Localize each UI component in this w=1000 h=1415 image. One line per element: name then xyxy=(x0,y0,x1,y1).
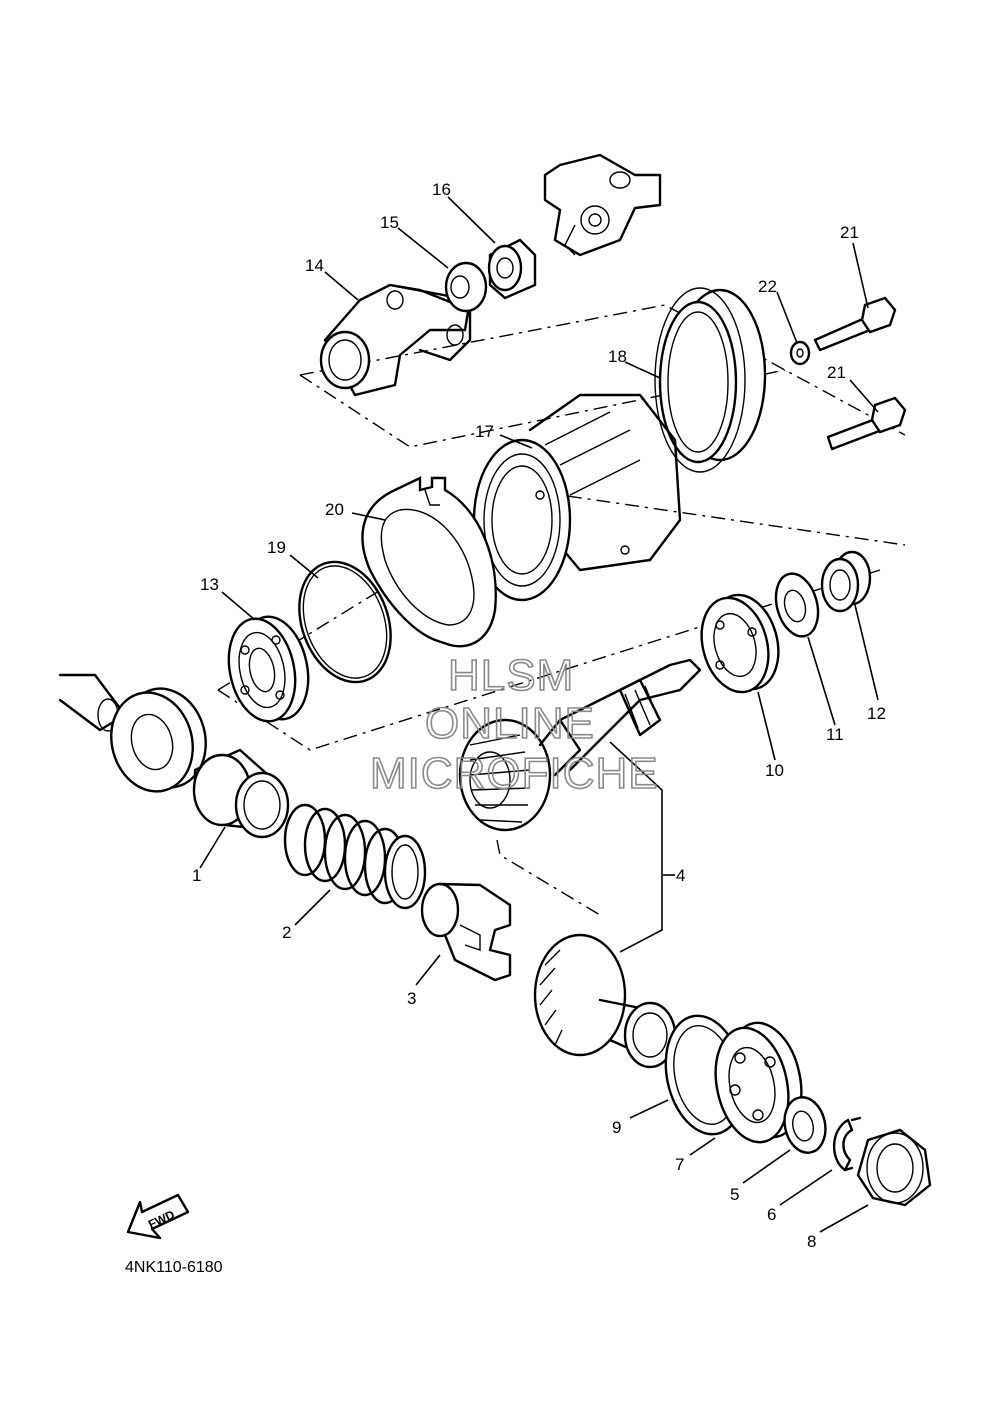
watermark-line-2: ONLINE xyxy=(425,699,595,748)
callout-14: 14 xyxy=(305,256,324,275)
part-22-washer xyxy=(789,340,811,366)
watermark-line-3: MICROFICHE xyxy=(370,749,659,798)
part-2-spring xyxy=(283,803,427,910)
callout-21-lower: 21 xyxy=(827,363,846,382)
part-6-lock-washer xyxy=(832,1116,862,1172)
leader-lines xyxy=(199,196,879,1233)
callout-4: 4 xyxy=(676,866,685,885)
part-12-collar xyxy=(820,550,872,613)
callout-16: 16 xyxy=(432,180,451,199)
part-15-washer xyxy=(444,261,488,313)
callout-11: 11 xyxy=(826,725,844,744)
callout-22: 22 xyxy=(758,277,777,296)
part-16-nut xyxy=(487,238,537,300)
part-10-bearing xyxy=(700,593,780,694)
universal-joint xyxy=(543,153,662,257)
part-3-fork xyxy=(420,882,512,982)
ring-gear xyxy=(533,933,677,1069)
part-5-washer xyxy=(783,1096,827,1154)
catalog-number: 4NK110-6180 xyxy=(125,1259,223,1276)
callout-21-upper: 21 xyxy=(840,223,859,242)
part-18-housing-ring xyxy=(654,287,767,473)
callout-8: 8 xyxy=(807,1232,816,1251)
watermark: HLSM ONLINE MICROFICHE xyxy=(369,650,659,799)
part-21-bolt-lower xyxy=(826,396,907,451)
callout-20: 20 xyxy=(325,500,344,519)
callout-7: 7 xyxy=(675,1155,684,1174)
fwd-arrow-icon: FWD xyxy=(126,1193,190,1240)
callout-9: 9 xyxy=(612,1118,621,1137)
left-bearing xyxy=(110,687,207,793)
part-19-o-ring xyxy=(298,560,392,684)
part-8-nut xyxy=(856,1128,932,1207)
callout-12: 12 xyxy=(867,704,886,723)
callout-6: 6 xyxy=(767,1205,776,1224)
assembly-outline-lower xyxy=(496,839,601,916)
callout-15: 15 xyxy=(380,213,399,232)
callout-10: 10 xyxy=(765,761,784,780)
part-21-bolt-upper xyxy=(813,296,897,352)
callout-5: 5 xyxy=(730,1185,739,1204)
part-13-bearing xyxy=(227,615,310,723)
part-14-yoke xyxy=(319,283,472,397)
callout-2: 2 xyxy=(282,923,291,942)
callout-13: 13 xyxy=(200,575,219,594)
part-11-washer xyxy=(774,572,820,638)
fwd-label: FWD xyxy=(146,1207,177,1231)
watermark-line-1: HLSM xyxy=(448,651,574,700)
callout-1: 1 xyxy=(192,866,201,885)
callout-17: 17 xyxy=(475,422,494,441)
callout-18: 18 xyxy=(608,347,627,366)
callout-3: 3 xyxy=(407,989,416,1008)
callout-19: 19 xyxy=(267,538,286,557)
part-4-pinion-shaft xyxy=(458,658,702,832)
part-7-bearing xyxy=(714,1021,803,1144)
assembly-outline-upper xyxy=(299,304,906,448)
part-20-plate xyxy=(361,476,497,648)
part-1-collar xyxy=(192,748,290,839)
callout-labels: 1 2 3 4 5 6 7 8 9 10 11 12 13 14 15 16 1… xyxy=(192,180,886,1251)
